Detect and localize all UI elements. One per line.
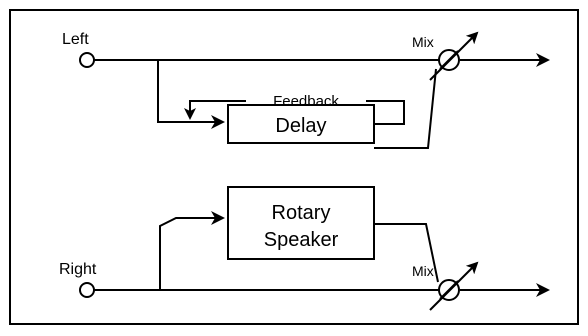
top-mix-label: Mix bbox=[412, 34, 434, 50]
rotary-speaker-label-line-2: Speaker bbox=[264, 229, 339, 251]
rotary-feed-path bbox=[159, 211, 225, 290]
rotary-output-path bbox=[374, 223, 439, 283]
diagram-frame bbox=[9, 9, 579, 325]
delay-block bbox=[227, 104, 375, 144]
top-mix-control-arrow bbox=[429, 31, 479, 81]
rotary-speaker-label-line-1: Rotary bbox=[272, 202, 331, 224]
feedback-path bbox=[184, 100, 405, 125]
delay-output-path bbox=[374, 68, 437, 149]
right-input-label: Right bbox=[59, 261, 97, 278]
bottom-mix-label: Mix bbox=[412, 263, 434, 279]
rotary-speaker-block bbox=[227, 186, 375, 260]
bottom-mix-control-arrow bbox=[429, 261, 479, 311]
left-input-jack bbox=[79, 52, 95, 68]
right-input-jack bbox=[79, 282, 95, 298]
left-input-label: Left bbox=[62, 31, 89, 48]
delay-feed-path bbox=[157, 60, 225, 129]
delay-label: Delay bbox=[275, 115, 326, 137]
